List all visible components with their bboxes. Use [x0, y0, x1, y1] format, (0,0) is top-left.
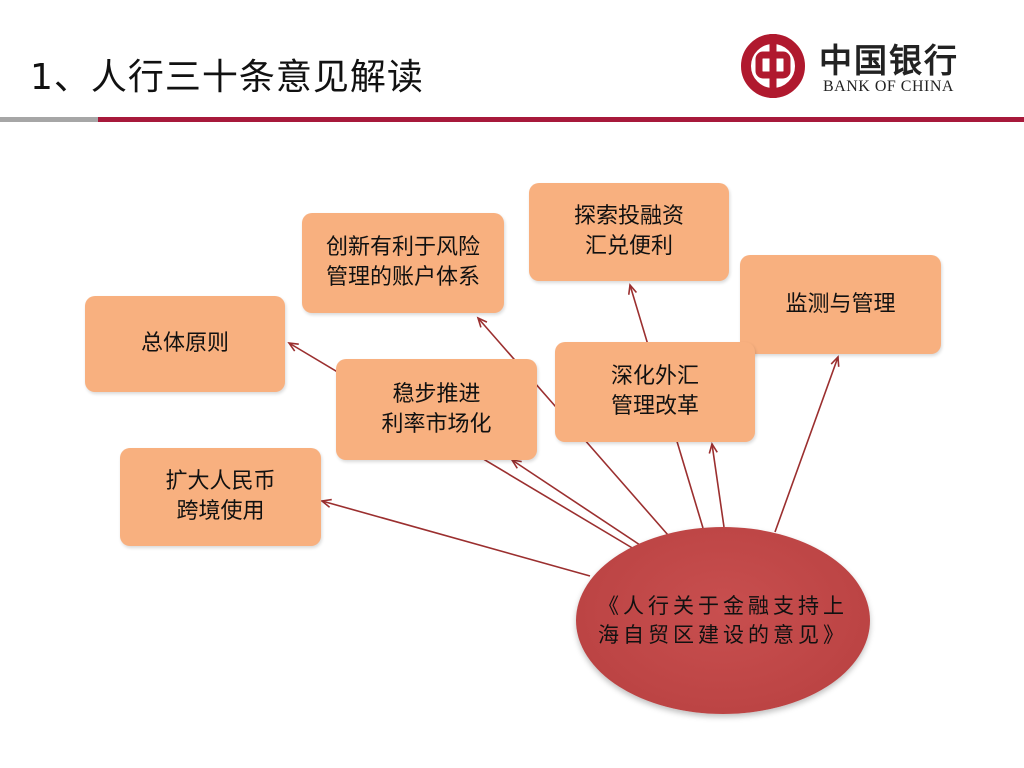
- topic-general-principles: 总体原则: [85, 296, 285, 392]
- topic-account-system: 创新有利于风险 管理的账户体系: [302, 213, 504, 313]
- bank-of-china-logo: 中国银行 BANK OF CHINA: [737, 30, 997, 100]
- center-title: 《人行关于金融支持上 海自贸区建设的意见》: [578, 592, 868, 650]
- topic-line: 创新有利于风险: [325, 235, 480, 260]
- center-title-line: 海自贸区建设的意见》: [598, 622, 848, 647]
- topic-line: 跨境使用: [176, 499, 265, 524]
- topic-line: 汇兑便利: [584, 234, 673, 259]
- topic-interest-rate: 稳步推进 利率市场化: [336, 359, 537, 460]
- arrow-to-forex: [708, 442, 725, 528]
- topic-line: 深化外汇: [610, 364, 699, 389]
- header-rule-gray: [0, 117, 98, 122]
- arrow-to-rmb: [320, 498, 591, 577]
- topic-line: 管理改革: [610, 394, 699, 419]
- logo-chinese-name: 中国银行: [819, 41, 959, 80]
- topic-line: 监测与管理: [785, 291, 896, 317]
- page-title: 1、人行三十条意见解读: [30, 57, 424, 98]
- topic-line: 总体原则: [140, 331, 229, 356]
- topic-forex-reform: 深化外汇 管理改革: [555, 342, 755, 442]
- center-ellipse: 《人行关于金融支持上 海自贸区建设的意见》: [576, 527, 870, 714]
- arrow-to-monitor: [774, 355, 840, 533]
- topic-line: 管理的账户体系: [325, 265, 480, 290]
- topic-line: 利率市场化: [381, 411, 492, 437]
- arrow-to-interest: [510, 458, 641, 546]
- header-rule-red: [98, 117, 1024, 122]
- bank-of-china-emblem-icon: [741, 34, 805, 98]
- topic-investment-exchange: 探索投融资 汇兑便利: [529, 183, 729, 281]
- center-title-line: 《人行关于金融支持上: [598, 593, 848, 618]
- logo-english-name: BANK OF CHINA: [823, 78, 954, 95]
- topic-line: 探索投融资: [573, 204, 684, 229]
- topic-line: 稳步推进: [392, 381, 481, 407]
- topic-line: 扩大人民币: [165, 469, 276, 494]
- topic-monitoring: 监测与管理: [740, 255, 941, 354]
- topic-rmb-cross-border: 扩大人民币 跨境使用: [120, 448, 321, 546]
